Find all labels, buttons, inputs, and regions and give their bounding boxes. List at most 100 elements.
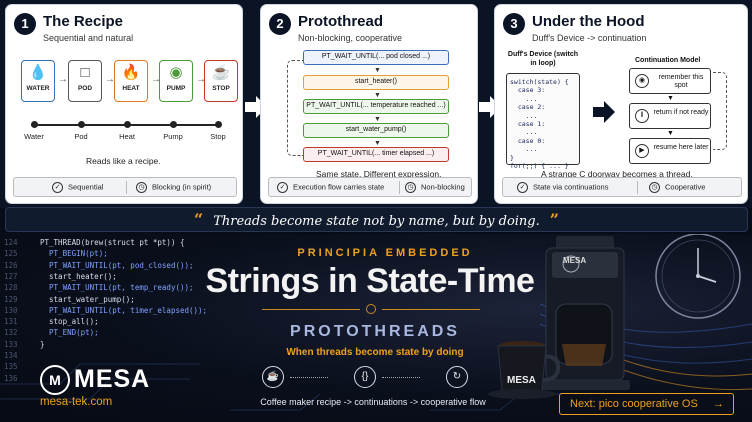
top-section: 1 The Recipe Sequential and natural 💧 WA… bbox=[0, 0, 752, 208]
flow-step: PT_WAIT_UNTIL(... timer elapsed ...) bbox=[303, 147, 449, 162]
duff-device-title: Duff's Device (switch in loop) bbox=[507, 51, 579, 67]
cup-icon: □ bbox=[80, 64, 90, 81]
timeline-label: Water bbox=[24, 132, 44, 141]
arrow-right-icon: → bbox=[713, 398, 724, 410]
step-number: 2 bbox=[269, 13, 291, 35]
line-number: 135 bbox=[4, 362, 18, 371]
stage-heat: 🔥 HEAT bbox=[114, 60, 148, 102]
flow-step: start_water_pump() bbox=[303, 123, 449, 138]
continuation-step: ▶ resume here later bbox=[629, 138, 711, 164]
code-line: start_water_pump(); bbox=[40, 295, 135, 304]
panel-title: Protothread bbox=[298, 13, 384, 30]
arrow-right-icon: → bbox=[151, 74, 161, 85]
code-line: PT_WAIT_UNTIL(pt, pod_closed()); bbox=[40, 261, 194, 270]
line-number: 125 bbox=[4, 249, 18, 258]
line-number: 132 bbox=[4, 328, 18, 337]
code-line: PT_WAIT_UNTIL(pt, timer_elapsed()); bbox=[40, 306, 208, 315]
check-circle-icon: ✓ bbox=[277, 182, 288, 193]
step-number: 1 bbox=[14, 13, 36, 35]
panel-title: The Recipe bbox=[43, 13, 124, 30]
divider bbox=[126, 181, 127, 194]
code-line: PT_BEGIN(pt); bbox=[40, 249, 108, 258]
stage-label: HEAT bbox=[122, 85, 140, 92]
stage-pump: ◉ PUMP bbox=[159, 60, 193, 102]
circuit-background bbox=[0, 234, 752, 411]
timeline-dot bbox=[31, 121, 38, 128]
footer-item: ✓State via continuations bbox=[517, 182, 608, 193]
arrow-down-icon: ▼ bbox=[667, 95, 674, 102]
continuation-step: ‖ return if not ready bbox=[629, 103, 711, 129]
coffee-cup-icon: ☕ bbox=[262, 366, 284, 388]
clock-icon bbox=[366, 304, 376, 314]
clock-icon: ◷ bbox=[136, 182, 147, 193]
logo-text: MESA bbox=[74, 365, 151, 393]
flame-icon: 🔥 bbox=[121, 64, 141, 81]
website-link[interactable]: mesa-tek.com bbox=[40, 396, 113, 408]
arrow-right-icon: → bbox=[105, 74, 115, 85]
panel-title: Under the Hood bbox=[532, 13, 645, 30]
timeline-dot bbox=[215, 121, 222, 128]
stage-label: POD bbox=[77, 85, 93, 92]
stage-stop: ☕ STOP bbox=[204, 60, 238, 102]
arrow-down-icon: ▼ bbox=[374, 67, 381, 74]
continuation-title: Continuation Model bbox=[635, 57, 701, 64]
panel-subtitle: Non-blocking, cooperative bbox=[298, 33, 403, 43]
timeline-label: Stop bbox=[210, 132, 226, 141]
clock-icon bbox=[655, 234, 741, 319]
flow-step: PT_WAIT_UNTIL(... pod closed ...) bbox=[303, 50, 449, 65]
quote-banner: “ Threads become state not by name, but b… bbox=[5, 207, 748, 232]
subtitle: PROTOTHREADS bbox=[290, 323, 460, 340]
line-number: 136 bbox=[4, 374, 18, 383]
footer-item: ✓Execution flow carries state bbox=[277, 182, 384, 193]
tagline: When threads become state by doing bbox=[286, 347, 464, 358]
quote-text: Threads become state not by name, but by… bbox=[213, 214, 540, 229]
panel-recipe: 1 The Recipe Sequential and natural 💧 WA… bbox=[5, 4, 243, 204]
panel-protothread: 2 Protothread Non-blocking, cooperative … bbox=[260, 4, 478, 204]
coffee-machine-image bbox=[540, 236, 630, 390]
coffee-cup-icon bbox=[488, 341, 561, 399]
divider bbox=[262, 309, 360, 310]
arrow-down-icon: ▼ bbox=[667, 130, 674, 137]
loop-arrow bbox=[713, 72, 727, 150]
braces-icon: {} bbox=[354, 366, 376, 388]
divider bbox=[382, 309, 480, 310]
panel-caption: Same state. Different expression. bbox=[316, 169, 442, 179]
line-number: 129 bbox=[4, 295, 18, 304]
mesa-logo-icon: M bbox=[40, 365, 70, 395]
footer-item: ◷Non-blocking bbox=[405, 182, 465, 193]
clock-icon: ◷ bbox=[405, 182, 416, 193]
duff-device-code: switch(state) { case 3: ... case 2: ... … bbox=[506, 73, 580, 170]
stage-pod: □ POD bbox=[68, 60, 102, 102]
step-number: 3 bbox=[503, 13, 525, 35]
open-quote-icon: “ bbox=[194, 210, 204, 229]
arrow-right-icon: → bbox=[196, 74, 206, 85]
flow-step: start_heater() bbox=[303, 75, 449, 90]
stage-label: WATER bbox=[26, 85, 50, 92]
cup-label: MESA bbox=[507, 375, 536, 386]
dotted-connector bbox=[290, 377, 328, 378]
line-number: 128 bbox=[4, 283, 18, 292]
timeline-label: Heat bbox=[119, 132, 135, 141]
next-episode-button[interactable]: Next: pico cooperative OS → bbox=[559, 393, 734, 415]
panel-footer: ✓Execution flow carries state ◷Non-block… bbox=[268, 177, 472, 197]
timeline-dot bbox=[124, 121, 131, 128]
loop-arrow bbox=[287, 60, 303, 156]
arrow-down-icon: ▼ bbox=[374, 116, 381, 123]
stage-label: PUMP bbox=[166, 85, 186, 92]
page-title: Strings in State-Time bbox=[205, 262, 535, 300]
panel-caption: Reads like a recipe. bbox=[86, 156, 161, 166]
line-number: 133 bbox=[4, 340, 18, 349]
close-quote-icon: ” bbox=[549, 210, 559, 229]
check-circle-icon: ✓ bbox=[52, 182, 63, 193]
arrow-down-icon: ▼ bbox=[374, 92, 381, 99]
code-line: PT_END(pt); bbox=[40, 328, 99, 337]
play-icon: ▶ bbox=[635, 144, 649, 158]
line-number: 126 bbox=[4, 261, 18, 270]
line-number: 124 bbox=[4, 238, 18, 247]
timeline-label: Pod bbox=[74, 132, 88, 141]
line-number: 130 bbox=[4, 306, 18, 315]
footer-item: ◷Cooperative bbox=[649, 182, 705, 193]
timeline-dot bbox=[170, 121, 177, 128]
coffee-cup-icon: ☕ bbox=[211, 64, 231, 81]
line-number: 131 bbox=[4, 317, 18, 326]
